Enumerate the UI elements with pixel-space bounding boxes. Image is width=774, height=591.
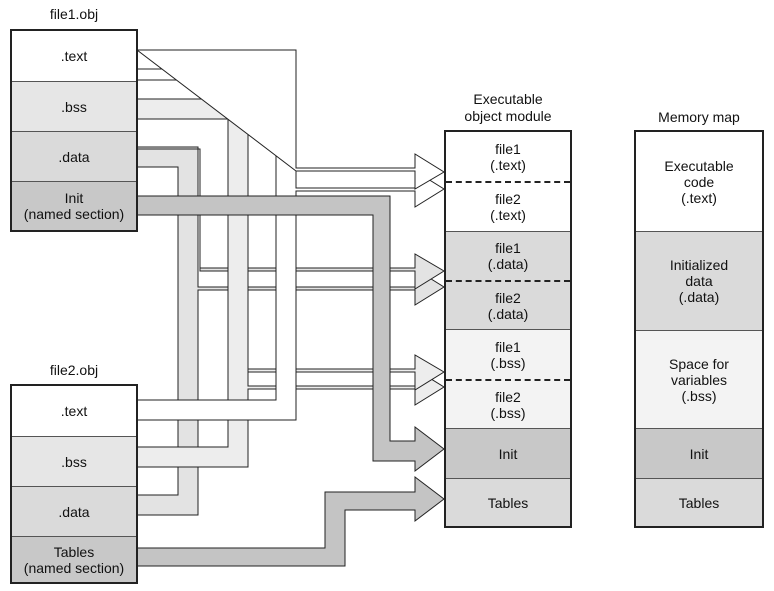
file1-bss-section: .bss — [12, 81, 136, 131]
module-init: Init — [446, 428, 570, 478]
file2-title: file2.obj — [49, 362, 99, 378]
file2-bss-section: .bss — [12, 436, 136, 486]
module-file2-data: file2 (.data) — [446, 280, 570, 329]
file1-title: file1.obj — [49, 6, 99, 22]
file1-box: .text .bss .data Init (named section) — [10, 29, 138, 232]
memory-variables: Space for variables (.bss) — [636, 330, 762, 428]
memory-code: Executable code (.text) — [636, 132, 762, 231]
arrow-tables — [136, 475, 445, 567]
file1-init-section: Init (named section) — [12, 181, 136, 230]
file2-box: .text .bss .data Tables (named section) — [10, 384, 138, 584]
arrow-file1-text — [135, 49, 445, 190]
arrow-init — [136, 195, 445, 473]
memory-init: Init — [636, 428, 762, 478]
file1-text-section: .text — [12, 31, 136, 81]
module-tables: Tables — [446, 478, 570, 526]
module-box: file1 (.text) file2 (.text) file1 (.data… — [444, 130, 572, 528]
file1-data-section: .data — [12, 131, 136, 181]
file2-text-section: .text — [12, 386, 136, 436]
memory-initialized-data: Initialized data (.data) — [636, 231, 762, 330]
file2-tables-section: Tables (named section) — [12, 536, 136, 582]
memory-map-title: Memory map — [658, 109, 740, 125]
memory-tables: Tables — [636, 478, 762, 526]
module-file1-data: file1 (.data) — [446, 231, 570, 280]
module-file2-bss: file2 (.bss) — [446, 379, 570, 428]
module-title: Executable object module — [464, 91, 552, 124]
memory-map-box: Executable code (.text) Initialized data… — [634, 130, 764, 528]
module-file2-text: file2 (.text) — [446, 181, 570, 231]
module-file1-text: file1 (.text) — [446, 132, 570, 181]
file2-data-section: .data — [12, 486, 136, 536]
module-file1-bss: file1 (.bss) — [446, 329, 570, 379]
